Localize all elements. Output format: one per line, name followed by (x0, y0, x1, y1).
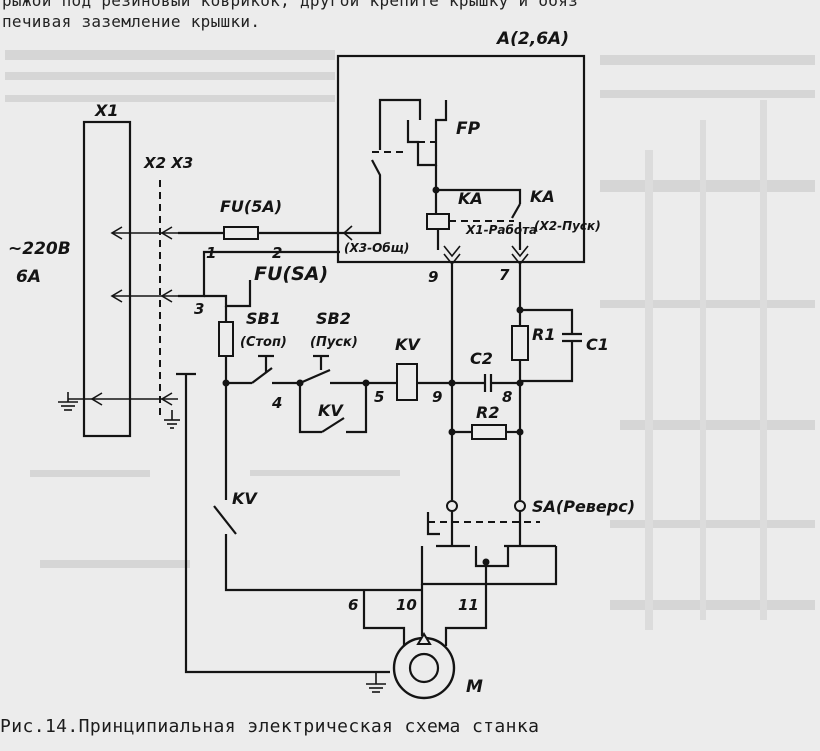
fusa-label: FU(SA) (254, 263, 328, 285)
switch-sb1 (251, 367, 273, 384)
switch-sa (420, 511, 558, 590)
supply-current-label: 6A (16, 267, 41, 287)
resistor-r2 (471, 424, 507, 440)
terminal-arrows (90, 226, 178, 406)
kv-coil (396, 363, 418, 401)
kv-motor-label: KV (232, 489, 258, 508)
fu5a-label: FU(5A) (220, 197, 282, 216)
figure-caption: Рис.14.Принципиальная электрическая схем… (0, 716, 540, 737)
block-a-label: A(2,6A) (495, 29, 569, 49)
fuse-fu5a (223, 226, 259, 240)
top-text-line-2: печивая заземление крышки. (2, 12, 261, 31)
block-a-frame (336, 54, 586, 264)
sa-terminal-left (446, 500, 458, 512)
supply-voltage-label: ~220B (8, 239, 71, 259)
r2-label: R2 (476, 403, 499, 422)
thermal-relay-fp (348, 98, 448, 235)
sa-reverse-label: SA(Реверс) (532, 497, 635, 516)
resistor-r1 (511, 325, 529, 361)
sb1-role-label: (Стоп) (240, 335, 287, 350)
node-11-label: 11 (458, 596, 479, 614)
x1-terminal-block (82, 120, 132, 438)
wire-pe (184, 374, 390, 674)
motor (392, 632, 456, 700)
top-text-line-1: рыжой под резиновый коврикок, другой кре… (2, 0, 579, 10)
ka-coil (426, 213, 450, 230)
fuse-fusa (218, 321, 234, 357)
sa-terminal-right (514, 500, 526, 512)
ground-icon-left (58, 392, 92, 411)
x2-start-label: (X2-Пуск) (534, 219, 601, 233)
r1-label: R1 (532, 325, 555, 344)
wire-6 (362, 590, 406, 646)
node-9-lower-label: 9 (432, 388, 442, 406)
ka-coil-label: KA (458, 189, 483, 208)
node-10-label: 10 (396, 596, 417, 614)
wire-3 (178, 250, 340, 298)
kv-holding-label: KV (318, 401, 344, 420)
kv-motor-contact (213, 505, 237, 535)
sb2-role-label: (Пуск) (310, 335, 358, 350)
c1-label: C1 (586, 335, 609, 354)
x3-common-label: (X3-Общ) (344, 241, 409, 255)
wire-11 (444, 590, 488, 646)
node-6-label: 6 (348, 596, 358, 614)
fp-label: FP (456, 119, 481, 139)
c2-label: C2 (470, 349, 493, 368)
ground-icon-motor (366, 672, 386, 693)
sb1-label: SB1 (246, 309, 281, 328)
kv-holding-contact (321, 417, 345, 433)
node-8-label: 8 (502, 388, 512, 406)
node-3-label: 3 (194, 300, 204, 318)
ka-contact-label: KA (530, 187, 555, 206)
node-4-label: 4 (271, 394, 282, 412)
sb2-label: SB2 (316, 309, 351, 328)
switch-sb2 (299, 368, 331, 385)
node-5-label: 5 (374, 388, 384, 406)
x1-work-label: X1-Работа (465, 223, 537, 237)
ground-icon-x3 (164, 410, 180, 429)
x2x3-label: X2 X3 (143, 154, 193, 172)
node-9-upper-label: 9 (428, 268, 438, 286)
kv-coil-label: KV (395, 335, 421, 354)
x1-label: X1 (94, 101, 118, 120)
node-7-label: 7 (499, 266, 510, 284)
motor-label: M (466, 677, 483, 697)
